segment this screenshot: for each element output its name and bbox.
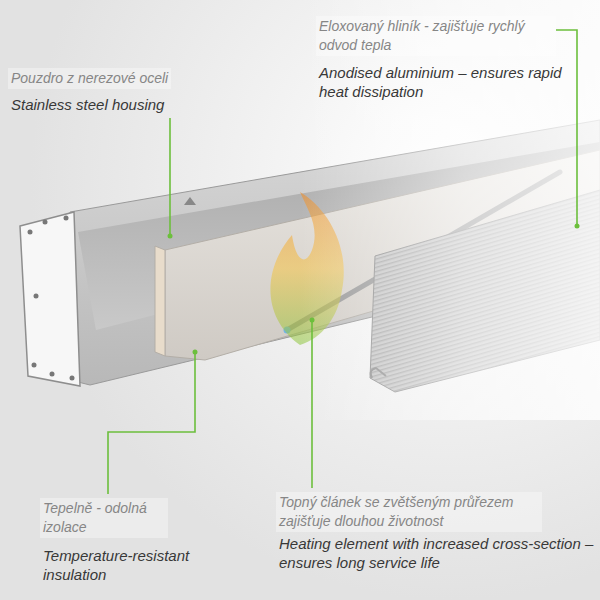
callout-czech: Pouzdro z nerezové oceli [8, 68, 171, 89]
callout-english: Heating element with increased cross-sec… [276, 533, 600, 573]
callout-czech: Topný článek se zvětšeným průřezem zajiš… [276, 492, 542, 532]
callout-english: Temperature-resistant insulation [40, 545, 226, 585]
callout-czech: Eloxovaný hliník - zajišťuje rychlý odvo… [316, 16, 556, 56]
callout-czech: Tepelně - odolná izolace [40, 498, 168, 538]
callout-english: Anodised aluminium – ensures rapid heat … [316, 62, 572, 102]
callout-english: Stainless steel housing [8, 94, 167, 115]
